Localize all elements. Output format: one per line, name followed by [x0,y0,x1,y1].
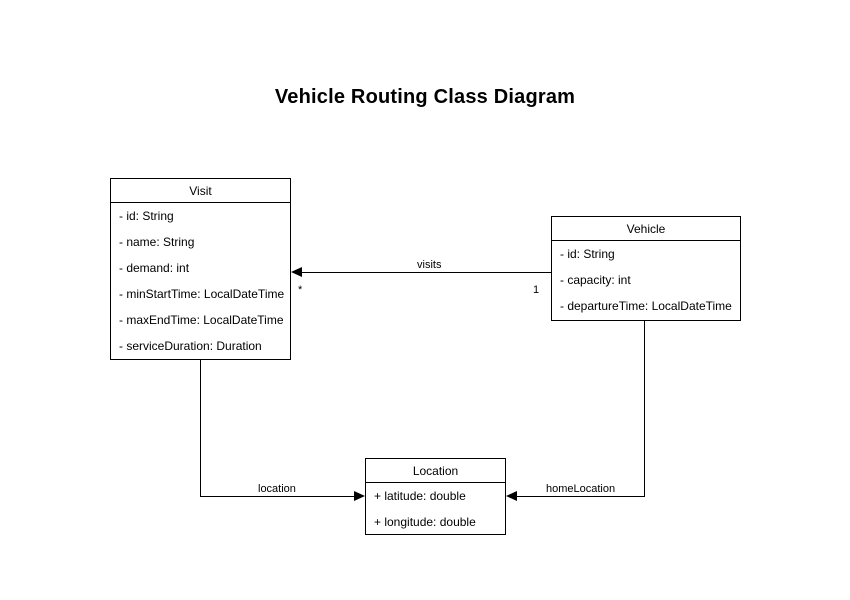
attribute-row: + latitude: double [374,489,466,503]
page-title: Vehicle Routing Class Diagram [274,86,576,108]
association-line-location-vertical [200,360,201,497]
class-box-location[interactable]: Location + latitude: double + longitude:… [365,458,506,535]
attribute-row: - minStartTime: LocalDateTime [119,287,285,301]
arrowhead-homelocation [506,491,517,501]
class-name-location: Location [366,459,505,483]
association-label-visits: visits [414,259,445,271]
arrowhead-location [354,491,365,501]
association-label-location: location [255,483,299,495]
attribute-row: - id: String [560,247,615,261]
attribute-row: - demand: int [119,261,190,275]
attribute-row: - departureTime: LocalDateTime [560,299,732,313]
attribute-row: - capacity: int [560,273,631,287]
attribute-row: - name: String [119,235,195,249]
association-line-homelocation-horizontal [512,496,645,497]
attribute-list-vehicle: - id: String - capacity: int - departure… [552,241,740,319]
class-name-visit: Visit [111,179,290,203]
attribute-row: + longitude: double [374,515,476,529]
association-line-location-horizontal [200,496,359,497]
class-box-vehicle[interactable]: Vehicle - id: String - capacity: int - d… [551,216,741,321]
attribute-row: - id: String [119,209,174,223]
multiplicity-visits-target: * [298,284,303,296]
association-line-homelocation-vertical [644,321,645,497]
attribute-list-location: + latitude: double + longitude: double [366,483,505,535]
class-name-vehicle: Vehicle [552,217,740,241]
attribute-row: - maxEndTime: LocalDateTime [119,313,284,327]
attribute-list-visit: - id: String - name: String - demand: in… [111,203,290,359]
association-label-homelocation: homeLocation [543,483,619,495]
class-box-visit[interactable]: Visit - id: String - name: String - dema… [110,178,291,360]
arrowhead-visits [291,267,302,277]
multiplicity-visits-source: 1 [533,284,540,296]
attribute-row: - serviceDuration: Duration [119,339,262,353]
association-line-visits [297,272,551,273]
